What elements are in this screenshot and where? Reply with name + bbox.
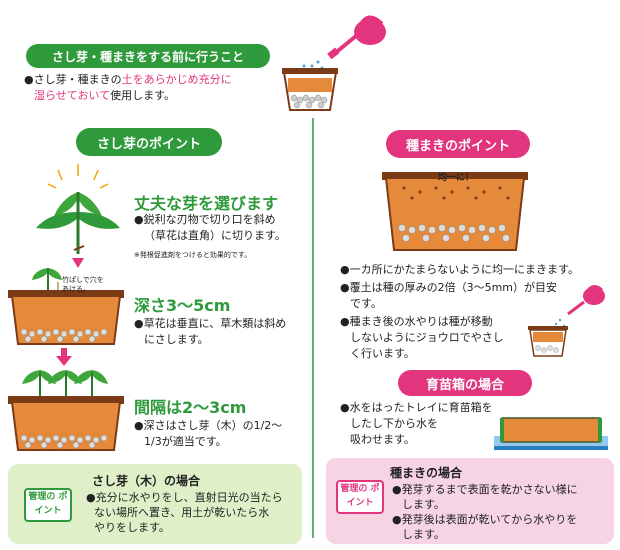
right-box-l4: します。 [402,528,445,541]
center-divider [312,118,314,538]
tanemaki-b1: ●一カ所にかたまらないように均一にまきます。 [340,263,579,276]
small-watering-illustration [528,285,605,357]
step1-line2: （草花は直角）に切ります。 [144,229,286,242]
ikubyo-heading: 育苗箱の場合 [398,370,532,396]
watering-pot-illustration [282,15,386,111]
ikubyo-l1: ●水をはったトレイに育苗箱を [340,401,493,414]
top-text-line1: ●さし芽・種まきの土をあらかじめ充分に [24,72,284,87]
left-badge: 管理の ポイント [24,488,72,522]
even-label: 均一に！ [438,173,475,183]
pot-spacing-illustration [8,370,124,451]
seed-tray-illustration [382,172,528,251]
pot-insert-illustration [8,268,124,345]
right-box-l2: します。 [402,498,445,511]
stick-note: 竹ぱしで穴をあける。 [62,276,104,293]
tanemaki-b2-l1: ●覆土は種の厚みの2倍（3～5mm）が目安 [340,281,558,294]
right-box-l1: ●発芽するまで表面を乾かさない様に [392,483,578,496]
step3-line1: ●深さはさし芽（木）の1/2～ [134,419,283,432]
step1-line1: ●鋭利な刃物で切り口を斜め [134,213,276,226]
tanemaki-heading: 種まきのポイント [386,130,530,158]
top-text-line2: 湿らせておいて使用します。 [34,88,294,103]
right-box-title: 種まきの場合 [390,466,463,480]
step3-line2: 1/3が適当です。 [144,435,227,448]
cutting-plant-illustration [36,164,120,268]
down-arrow-icon [56,348,72,366]
left-box-l3: やりをします。 [94,521,170,534]
watering-can-icon [327,15,386,60]
step2-title: 深さ3～5cm [134,296,231,315]
right-badge: 管理の ポイント [336,480,384,514]
step1-note: ※発根促進剤をつけると効果的です。 [134,251,252,259]
tanemaki-b2-l2: です。 [350,297,382,310]
tanemaki-b3-l2: しないようにジョウロでやさし [350,331,504,344]
right-box-l3: ●発芽後は表面が乾いてから水やりを [392,513,578,526]
top-title: さし芽・種まきをする前に行うこと [26,44,270,68]
step2-line1: ●草花は垂直に、草木類は斜め [134,317,287,330]
step1-title: 丈夫な芽を選びます [134,194,279,213]
sashime-heading: さし芽のポイント [76,128,222,156]
small-watering-can-icon [567,285,605,316]
step3-title: 間隔は2～3cm [134,398,247,417]
top-text-2a: 湿らせておいて [34,89,111,102]
step2-line2: にさします。 [144,333,209,346]
nursery-box-illustration [494,417,608,450]
top-text-2b: 使用します。 [110,89,176,102]
left-box-title: さし芽（木）の場合 [92,474,201,488]
ikubyo-l3: 吸わせます。 [350,433,415,446]
left-box-l1: ●充分に水やりをし、直射日光の当たら [86,491,283,504]
top-text-1b: 土をあらかじめ充分に [121,73,232,86]
top-text-1a: ●さし芽・種まきの [24,73,122,86]
tanemaki-b3-l1: ●種まき後の水やりは種が移動 [340,315,493,328]
left-box-l2: ない場所へ置き、用土が乾いたら水 [94,506,270,519]
tanemaki-b3-l3: く行います。 [350,347,415,360]
ikubyo-l2: したし下から水を [350,417,438,430]
